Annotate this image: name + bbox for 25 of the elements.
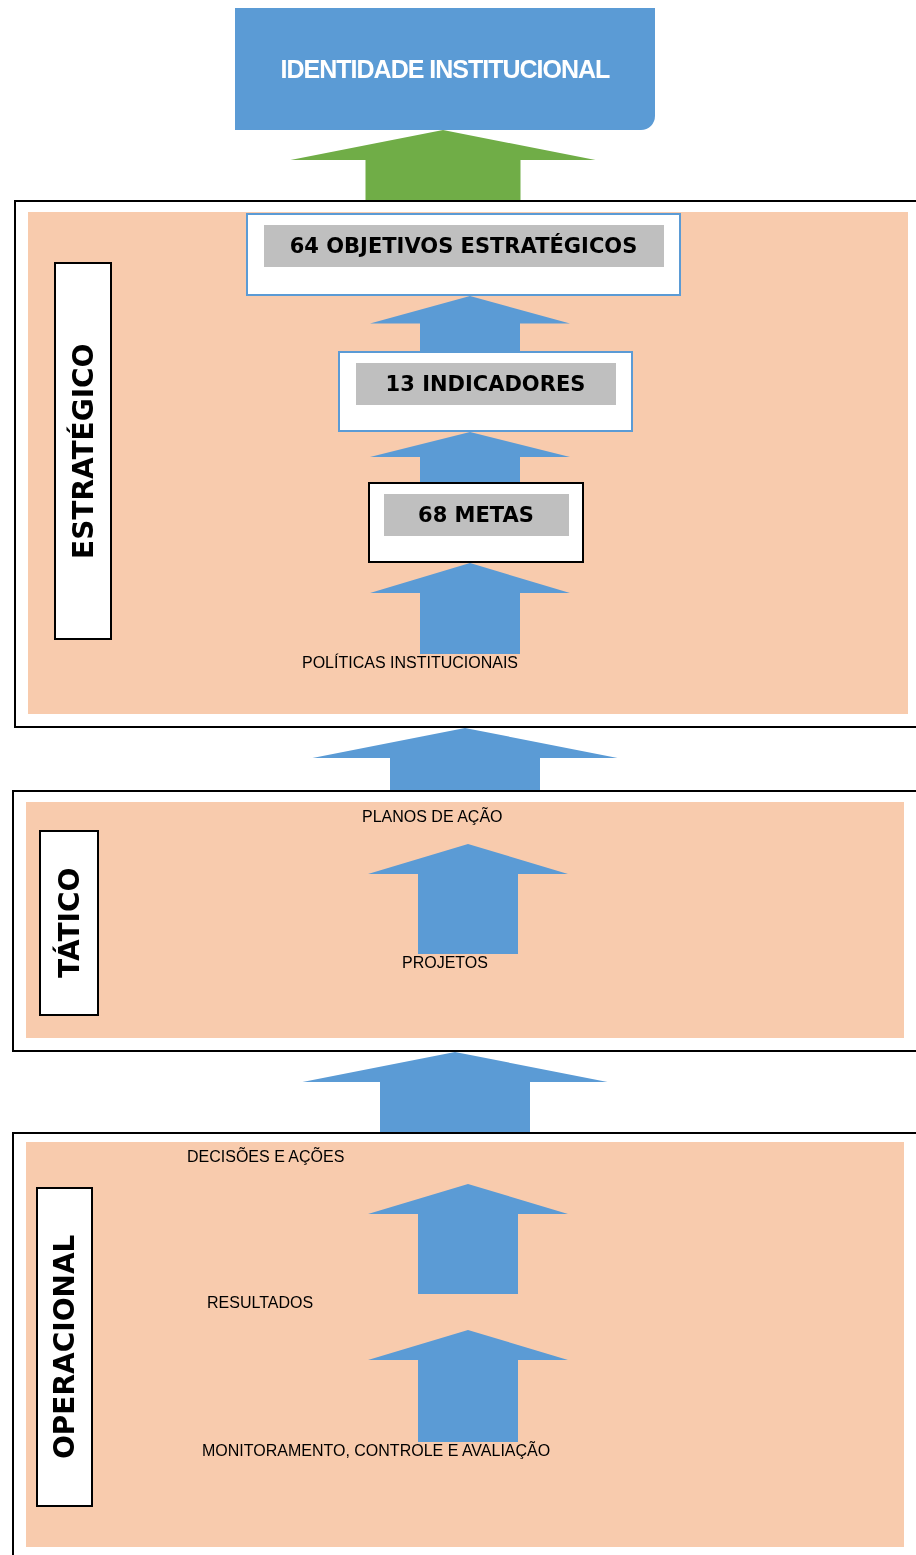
block-arrow	[302, 1052, 608, 1132]
item-title: 13 INDICADORES	[355, 363, 616, 405]
item-text: MONITORAMENTO, CONTROLE E AVALIAÇÃO	[202, 1442, 737, 1478]
item-text: POLÍTICAS INSTITUCIONAIS	[302, 654, 638, 690]
block-arrow	[312, 728, 618, 790]
item-text: RESULTADOS	[207, 1294, 371, 1330]
level-label: OPERACIONAL	[36, 1187, 93, 1507]
item-text: DECISÕES E AÇÕES	[187, 1148, 415, 1184]
block-arrow	[370, 432, 570, 482]
block-arrow	[368, 1184, 568, 1294]
item-text: PLANOS DE AÇÃO	[362, 808, 574, 844]
item-title: 64 OBJETIVOS ESTRATÉGICOS	[263, 225, 664, 267]
block-arrow	[368, 1330, 568, 1442]
level-label: ESTRATÉGICO	[54, 262, 112, 640]
item-title: 68 METAS	[383, 494, 569, 536]
block-arrow	[368, 844, 568, 954]
level-label: TÁTICO	[39, 830, 99, 1016]
block-arrow	[290, 130, 596, 200]
identity-box: IDENTIDADE INSTITUCIONAL	[235, 8, 655, 130]
block-arrow	[370, 563, 570, 654]
item-box	[246, 213, 681, 296]
item-box	[338, 351, 633, 432]
block-arrow	[370, 296, 570, 351]
item-text: PROJETOS	[402, 954, 536, 990]
item-box	[368, 482, 584, 563]
